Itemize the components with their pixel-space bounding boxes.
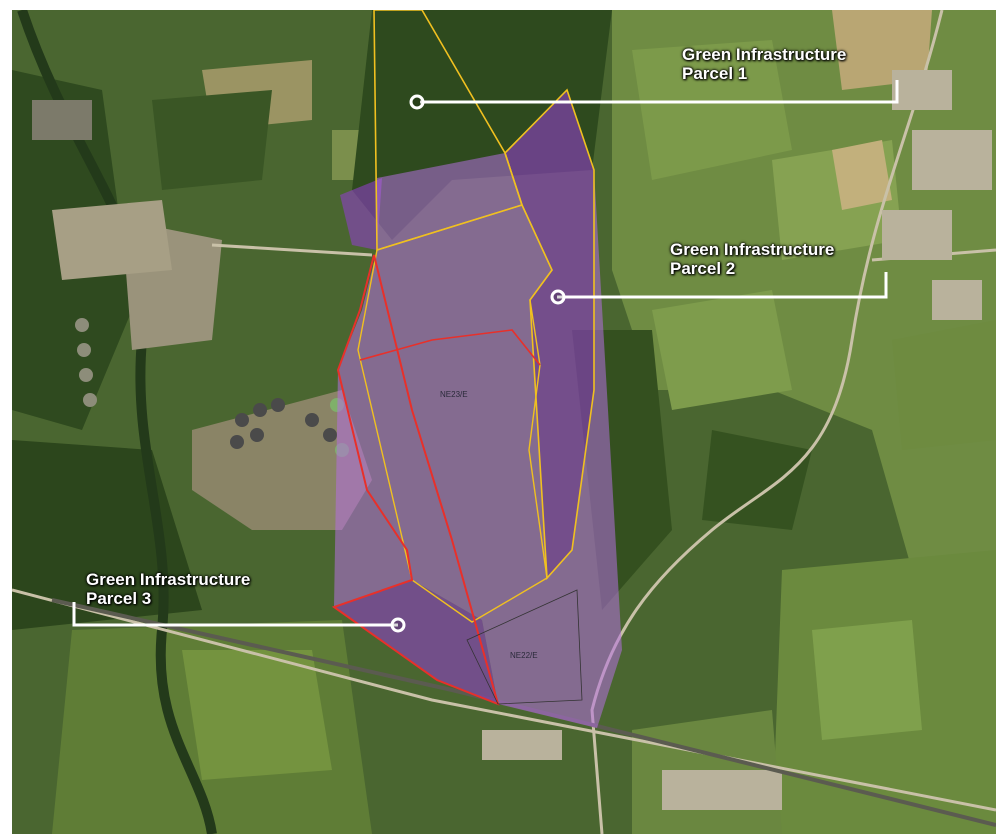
callout-parcel-1: Green Infrastructure Parcel 1 [682, 45, 846, 83]
callout-line-parcel-1 [420, 80, 899, 104]
parcel-overlay [72, 10, 899, 728]
callout-marker-parcel-2 [550, 289, 566, 305]
red-site-boundary [331, 254, 500, 706]
parcel-code-ne23e: NE23/E [440, 390, 468, 399]
aerial-map[interactable]: Green Infrastructure Parcel 1 Green Infr… [12, 10, 996, 834]
parcel-code-ne22e: NE22/E [510, 651, 538, 660]
callout-line-parcel-2 [557, 272, 888, 299]
river [17, 10, 217, 834]
development-area[interactable] [334, 153, 622, 728]
callout-parcel-3-title: Green Infrastructure [86, 570, 251, 589]
callout-dots [390, 94, 566, 633]
green-infrastructure-parcel-1[interactable] [340, 178, 382, 250]
callout-marker-parcel-1 [409, 94, 425, 110]
callout-marker-parcel-3 [390, 617, 406, 633]
ne23e-boundary [357, 204, 553, 623]
callout-parcel-1-label: Parcel 1 [682, 64, 748, 83]
callout-parcel-2-label: Parcel 2 [670, 259, 736, 278]
parcel-2-boundary [504, 88, 595, 580]
callout-parcel-1-title: Green Infrastructure [682, 45, 847, 64]
callout-line-parcel-3 [72, 602, 398, 627]
red-inner-boundary [359, 329, 541, 366]
callout-parcel-2: Green Infrastructure Parcel 2 [670, 240, 834, 278]
village [482, 70, 992, 810]
callout-parcel-3: Green Infrastructure Parcel 3 [86, 570, 250, 608]
railway [51, 598, 996, 827]
callout-parcel-2-title: Green Infrastructure [670, 240, 835, 259]
green-infrastructure-parcel-2[interactable] [505, 90, 594, 578]
sewage-works [32, 100, 372, 530]
ne22e-boundary [466, 589, 583, 705]
callout-lines [72, 80, 899, 627]
callout-parcel-3-label: Parcel 3 [86, 589, 152, 608]
